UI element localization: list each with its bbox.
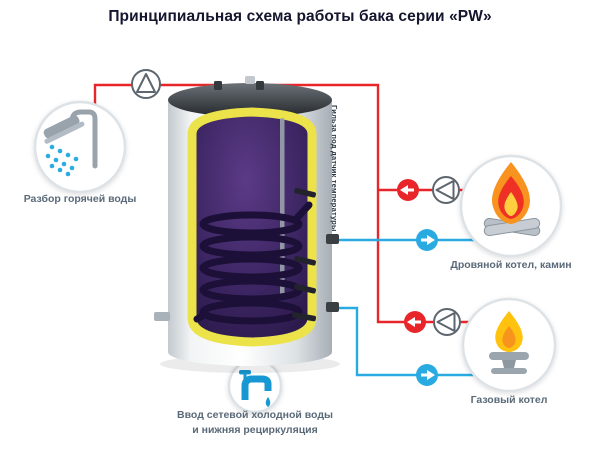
cold-water-label: Ввод сетевой холодной воды и нижняя реци… [150, 408, 360, 437]
sensor-sleeve [280, 118, 285, 296]
tank-port-hot-right [256, 81, 264, 90]
water-drop-icon [265, 397, 271, 407]
wood-boiler-label: Дровяной котел, камин [450, 259, 572, 271]
tank-vent-fitting [245, 76, 255, 84]
tank-dome [168, 83, 332, 117]
hot-water-label: Разбор горячей воды [23, 193, 137, 205]
faucet-icon [239, 370, 272, 407]
wood-fire-icon [483, 162, 541, 237]
tank-port-hot-left [214, 81, 222, 90]
hot-flow-arrow-icon-wood [397, 179, 419, 201]
gas-boiler-label: Газовый котел [470, 394, 548, 406]
pump-icon-wood [432, 176, 460, 204]
cold-water-label-line1: Ввод сетевой холодной воды [177, 409, 333, 421]
gas-burner-icon [489, 311, 529, 374]
hot-flow-arrow-icon-gas [404, 311, 426, 333]
tank-port-cold-upper [326, 234, 339, 244]
pump-icon-shower [131, 69, 161, 99]
tank-port-left-stub [154, 312, 170, 321]
sensor-pockets [292, 188, 317, 322]
cold-flow-arrow-icon-gas [416, 364, 438, 386]
shower-icon [43, 109, 98, 177]
tank-illustration [154, 76, 340, 373]
cold-pipe-gas [330, 306, 474, 377]
water-drops-icon [45, 144, 79, 177]
tank-port-cold-lower [326, 302, 339, 312]
cold-water-label-line2: и нижняя рециркуляция [192, 423, 318, 436]
hot-water-node-circle [33, 100, 127, 194]
pump-icon-gas [433, 308, 461, 336]
cold-flow-arrow-icon-wood [416, 229, 438, 251]
sensor-sleeve-label: Гильза под датчик температуры [330, 105, 339, 232]
page-title: Принципиальная схема работы бака серии «… [108, 8, 492, 25]
